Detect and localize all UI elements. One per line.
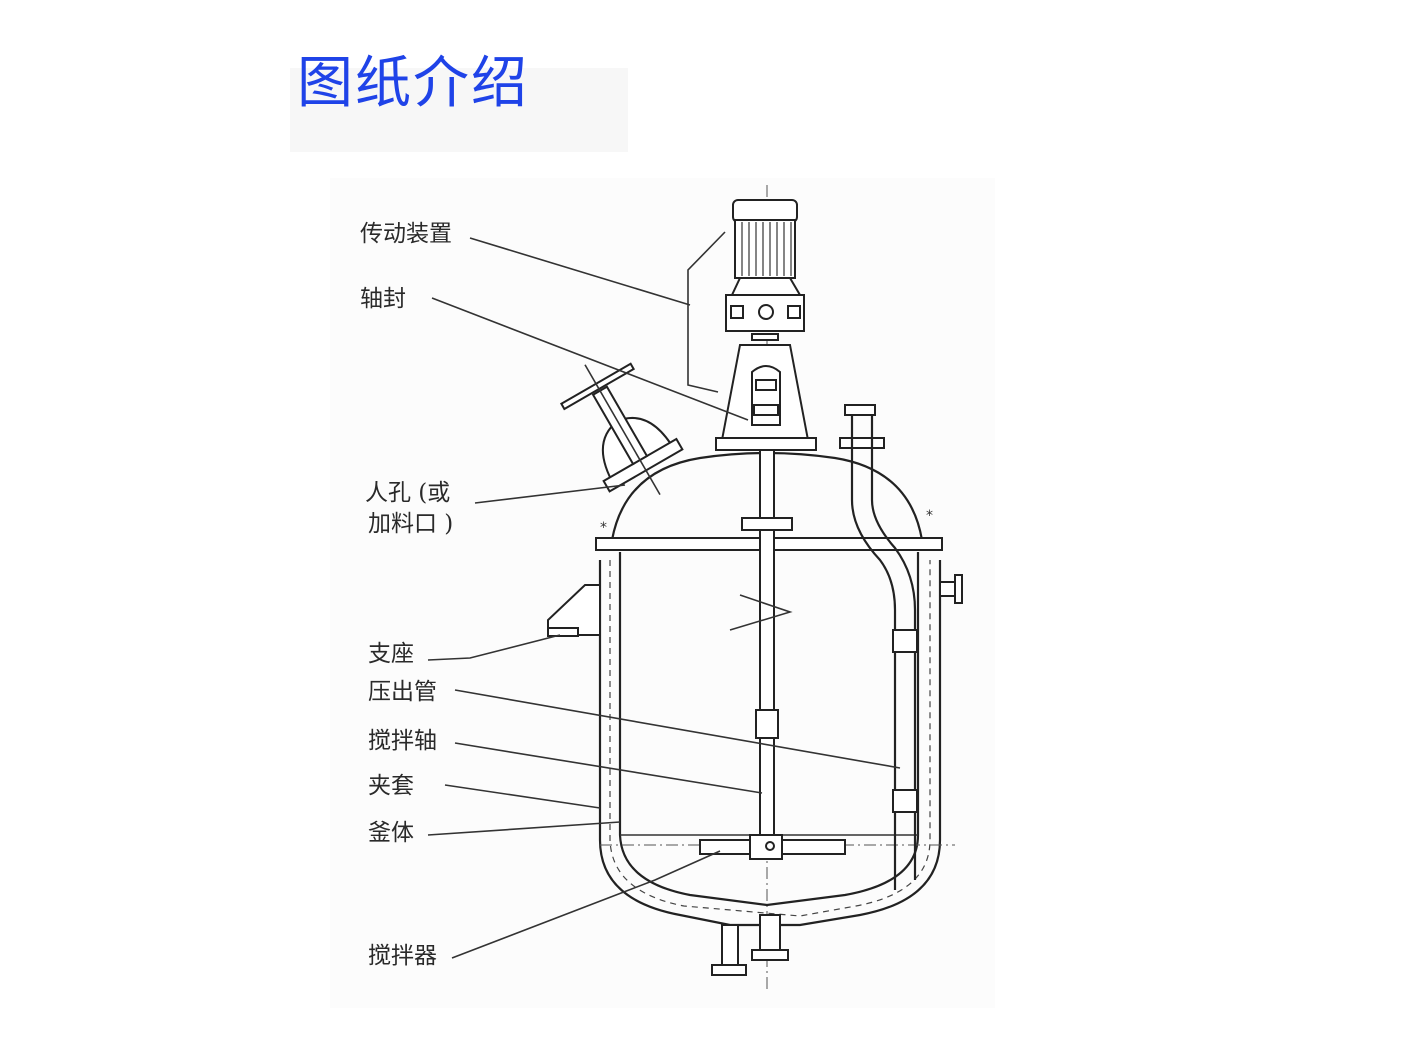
label-agitator-shaft: 搅拌轴 [368,728,437,754]
label-shaft-seal: 轴封 [360,286,406,312]
reducer [725,294,805,341]
svg-text:*: * [926,508,933,524]
drive-stand [715,344,817,451]
label-manhole-2: 加料口 ) [368,511,453,537]
label-support: 支座 [368,641,414,667]
support-bracket [547,584,601,637]
vessel-body [618,552,920,907]
leader-lines [427,231,901,959]
side-nozzle [939,574,963,604]
diagram-background [330,178,995,1008]
label-drive: 传动装置 [360,221,452,247]
label-manhole-1: 人孔 (或 [365,480,450,506]
agitator-impeller [699,834,846,860]
discharge-pipe [839,404,918,890]
motor [730,199,802,296]
manhole [559,362,684,496]
title-background [290,68,628,152]
label-agitator: 搅拌器 [368,943,437,969]
rotation-arrow [729,594,793,631]
bottom-nozzles [711,914,789,976]
label-discharge-pipe: 压出管 [368,679,437,705]
svg-text:*: * [600,520,607,536]
label-vessel-body: 釜体 [368,820,414,846]
agitator-shaft [741,449,793,846]
page-title: 图纸介绍 [297,51,529,116]
label-jacket: 夹套 [368,773,414,799]
